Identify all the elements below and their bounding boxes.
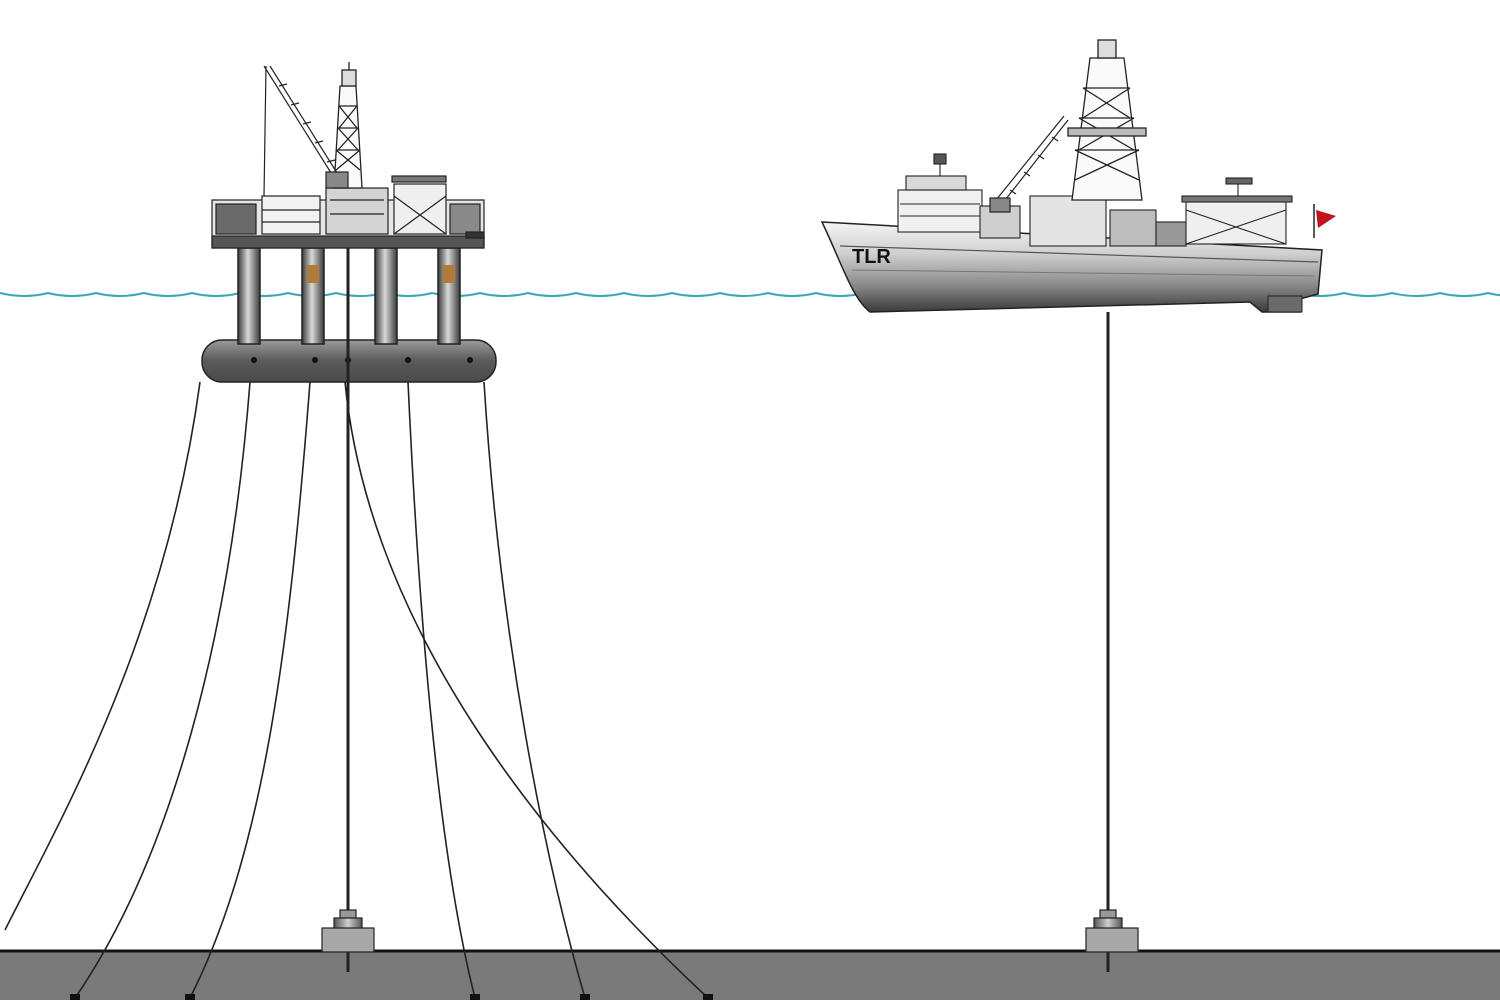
ship-bridge	[897, 153, 1021, 239]
ship-thruster	[1267, 295, 1303, 313]
platform-crane	[263, 65, 349, 197]
seabed	[0, 949, 1500, 1000]
ship-flag	[1313, 204, 1336, 238]
wellhead-left	[321, 909, 375, 972]
mooring-lines	[4, 381, 709, 999]
hull-marking: TLR	[852, 246, 891, 268]
wellhead-right	[1085, 909, 1139, 972]
semi-submersible-platform	[4, 62, 713, 1000]
ship-deck-structures	[1029, 177, 1293, 247]
ship-derrick	[1067, 39, 1147, 201]
ship-crane	[989, 115, 1069, 213]
drillship: TLR	[820, 39, 1336, 972]
anchors	[70, 994, 713, 1000]
platform-derrick	[333, 62, 363, 189]
platform-deck	[211, 175, 485, 249]
